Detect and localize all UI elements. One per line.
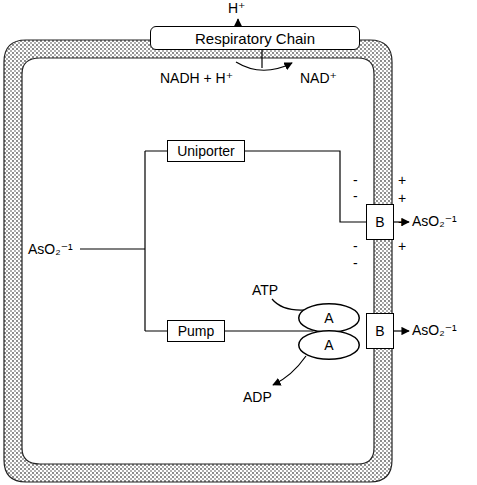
ion-label: AsO₂⁻¹ <box>28 241 73 257</box>
charge-sign: + <box>398 214 406 230</box>
redox-arrow <box>236 62 292 70</box>
ion-label: H⁺ <box>228 0 246 16</box>
substrate-label: NADH + H⁺ <box>160 70 233 86</box>
transporter-box: Pump <box>167 320 225 342</box>
charge-sign: + <box>398 190 406 206</box>
node-text: B <box>375 324 384 338</box>
ion-label: AsO₂⁻¹ <box>412 322 457 338</box>
atp-line <box>272 299 304 310</box>
product-label: ADP <box>243 389 272 405</box>
connector-line <box>225 330 314 331</box>
node-text: B <box>375 215 384 229</box>
charge-sign: - <box>353 172 358 188</box>
substrate-label: ATP <box>252 282 278 298</box>
node-text: A <box>324 311 333 325</box>
connector-line <box>245 151 366 222</box>
node-text: Uniporter <box>177 144 235 158</box>
membrane-subunit: B <box>366 313 394 349</box>
efflux-arrow <box>394 330 409 331</box>
transporter-box: Uniporter <box>167 140 245 162</box>
charge-sign: - <box>353 255 358 271</box>
atpase-subunit: A <box>298 303 360 333</box>
node-text: A <box>324 338 333 352</box>
product-label: NAD⁺ <box>300 70 337 86</box>
split-bracket <box>80 151 167 331</box>
charge-sign: - <box>353 238 358 254</box>
node-text: Pump <box>178 324 215 338</box>
ion-label: AsO₂⁻¹ <box>412 213 457 229</box>
adp-arrow <box>273 356 306 385</box>
proton-arrow <box>237 19 238 26</box>
redox-tick <box>261 50 262 68</box>
node-text: Respiratory Chain <box>195 31 315 46</box>
charge-sign: + <box>398 238 406 254</box>
membrane-subunit: B <box>366 204 394 240</box>
cell-membrane <box>4 40 392 482</box>
charge-sign: - <box>353 188 358 204</box>
charge-sign: + <box>398 172 406 188</box>
process-box: Respiratory Chain <box>150 26 360 50</box>
atpase-subunit: A <box>298 330 360 360</box>
